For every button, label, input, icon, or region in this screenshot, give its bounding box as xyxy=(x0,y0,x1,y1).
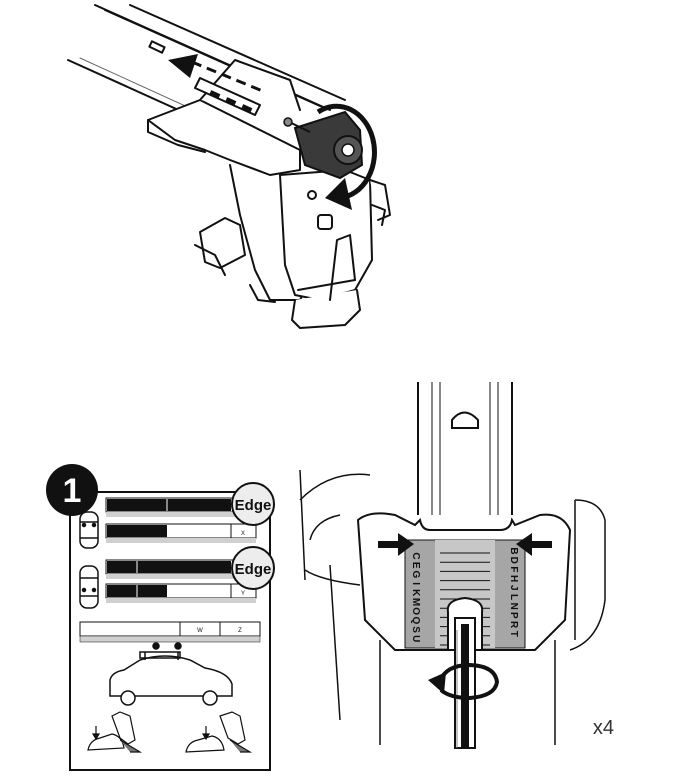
arrow-push-icon xyxy=(168,54,266,94)
scale-letter-right: L xyxy=(508,594,519,600)
scale-letter-left: K xyxy=(410,589,421,597)
measurement-rows-top: X xyxy=(105,497,257,543)
scale-letter-right: T xyxy=(508,631,519,637)
scale-letter-right: H xyxy=(508,575,519,582)
foot-placement-icon-right xyxy=(185,711,253,753)
measurement-rows-middle: Y xyxy=(105,559,257,603)
column-x-label: X xyxy=(241,531,245,537)
scale-letter-right: P xyxy=(508,612,519,619)
screwdriver-icon xyxy=(446,596,484,749)
rotation-knob xyxy=(283,110,364,180)
edge-badge-top: Edge xyxy=(231,482,275,526)
svg-text:Edge: Edge xyxy=(235,561,272,578)
svg-text:Edge: Edge xyxy=(235,497,272,514)
scale-letter-left: G xyxy=(410,571,421,579)
scale-letter-left: O xyxy=(410,607,421,615)
press-arrow-icon-right xyxy=(516,533,552,556)
rotate-arrow-icon-2 xyxy=(428,662,500,701)
press-arrow-icon-left xyxy=(378,533,414,556)
scale-letter-left: M xyxy=(410,598,421,606)
scale-letter-left: C xyxy=(410,552,421,559)
column-w-label: W xyxy=(197,628,203,634)
step-number-circle xyxy=(46,464,98,516)
scale-letter-right: J xyxy=(508,585,519,591)
column-y-label: Y xyxy=(241,591,245,597)
column-z-label: Z xyxy=(238,628,242,634)
scale-letter-left: Q xyxy=(410,617,421,625)
scale-letter-left: U xyxy=(410,635,421,642)
scale-letter-right: F xyxy=(508,566,519,572)
step-number: 1 xyxy=(63,472,82,510)
rotate-arrow-icon xyxy=(316,103,377,210)
car-top-view-icon xyxy=(79,511,99,549)
scale-letter-right: R xyxy=(508,621,519,629)
scale-letter-right: B xyxy=(508,547,519,554)
car-side-view-icon xyxy=(109,642,233,706)
edge-badge-bottom: Edge xyxy=(231,546,275,590)
scale-letter-left: I xyxy=(410,582,421,585)
scale-letter-left: S xyxy=(410,626,421,633)
quantity-label: x4 xyxy=(593,717,614,739)
scale-letter-right: N xyxy=(508,603,519,610)
wz-table: W Z xyxy=(79,621,261,643)
fit-instructions-card: 1 X xyxy=(46,464,275,771)
scale-letter-left: E xyxy=(410,562,421,569)
scale-letter-right: D xyxy=(508,557,519,564)
scale-marks xyxy=(209,90,253,113)
car-top-view-icon-2 xyxy=(79,565,99,609)
foot-placement-icon-left xyxy=(87,711,143,753)
